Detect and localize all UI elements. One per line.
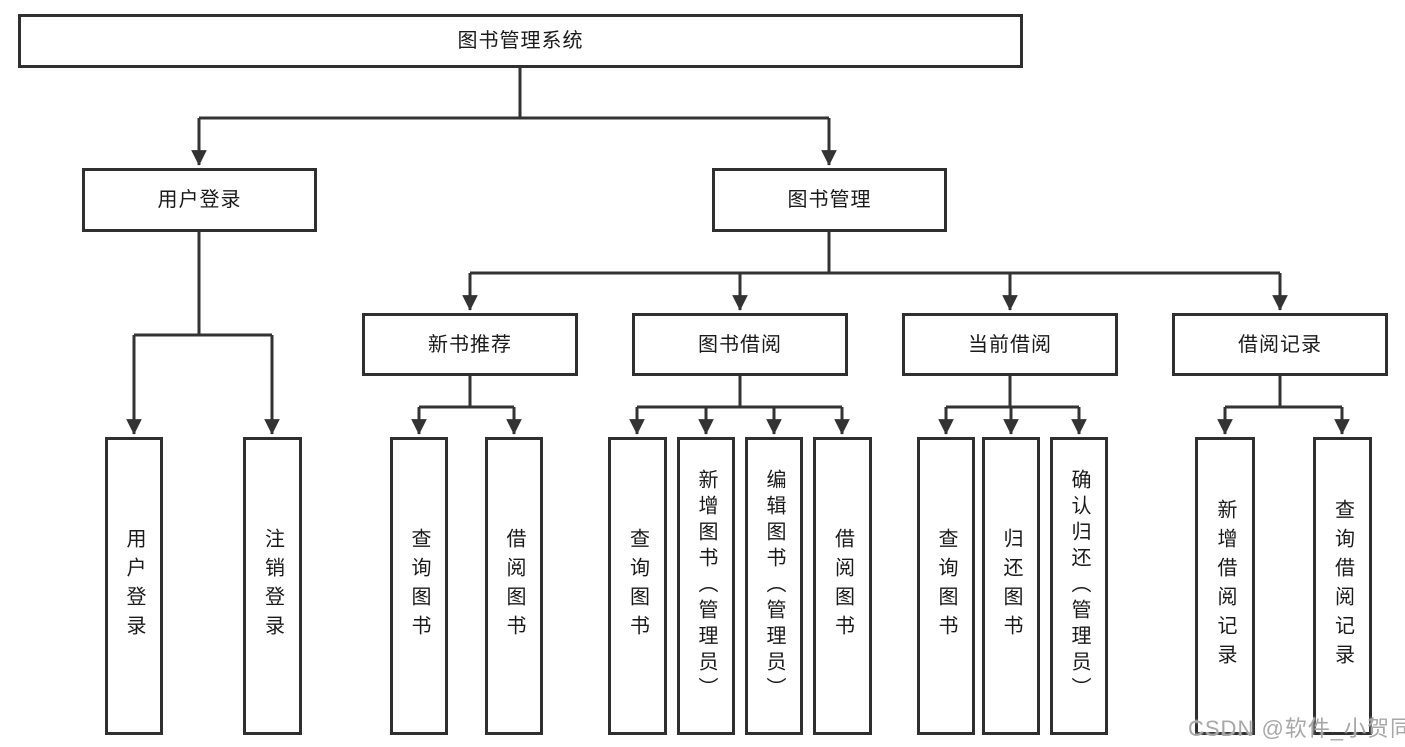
node-book-borrow-label: 图书借阅 bbox=[698, 333, 782, 356]
leaf-borrow-books-2-label: 借阅图书 bbox=[831, 528, 854, 644]
leaf-confirm-return-admin-label: 确认归还（管理员） bbox=[1068, 469, 1090, 703]
node-user-login: 用户登录 bbox=[82, 168, 317, 232]
leaf-add-book-admin-label: 新增图书（管理员） bbox=[695, 469, 717, 703]
node-root: 图书管理系统 bbox=[18, 14, 1023, 68]
leaf-borrow-books-2: 借阅图书 bbox=[813, 437, 872, 735]
leaf-query-books-1-label: 查询图书 bbox=[408, 528, 430, 644]
node-current-borrow-label: 当前借阅 bbox=[968, 333, 1052, 356]
node-current-borrow: 当前借阅 bbox=[902, 313, 1118, 376]
leaf-return-books: 归还图书 bbox=[982, 437, 1040, 735]
leaf-edit-book-admin: 编辑图书（管理员） bbox=[745, 437, 803, 735]
leaf-confirm-return-admin: 确认归还（管理员） bbox=[1050, 437, 1108, 735]
leaf-query-books-2-label: 查询图书 bbox=[626, 528, 649, 644]
node-root-label: 图书管理系统 bbox=[457, 30, 584, 52]
leaf-query-books-3: 查询图书 bbox=[917, 437, 975, 735]
node-new-book-recommend: 新书推荐 bbox=[362, 313, 578, 376]
leaf-user-login: 用户登录 bbox=[105, 437, 163, 735]
node-book-management: 图书管理 bbox=[712, 168, 947, 232]
node-borrow-record-label: 借阅记录 bbox=[1238, 333, 1322, 356]
leaf-query-borrow-record-label: 查询借阅记录 bbox=[1331, 499, 1354, 673]
leaf-borrow-books-1: 借阅图书 bbox=[485, 437, 543, 735]
leaf-query-books-3-label: 查询图书 bbox=[935, 528, 957, 644]
leaf-logout: 注销登录 bbox=[243, 437, 302, 735]
leaf-add-borrow-record-label: 新增借阅记录 bbox=[1214, 499, 1236, 673]
node-new-book-recommend-label: 新书推荐 bbox=[428, 333, 512, 356]
node-user-login-label: 用户登录 bbox=[157, 189, 242, 211]
leaf-query-books-2: 查询图书 bbox=[608, 437, 667, 735]
node-book-management-label: 图书管理 bbox=[787, 189, 872, 211]
leaf-logout-label: 注销登录 bbox=[261, 528, 284, 644]
leaf-query-borrow-record: 查询借阅记录 bbox=[1313, 437, 1372, 735]
leaf-add-book-admin: 新增图书（管理员） bbox=[677, 437, 735, 735]
leaf-add-borrow-record: 新增借阅记录 bbox=[1195, 437, 1255, 735]
leaf-query-books-1: 查询图书 bbox=[390, 437, 448, 735]
leaf-edit-book-admin-label: 编辑图书（管理员） bbox=[763, 469, 785, 703]
watermark: CSDN @软件_小贺同学 bbox=[1188, 716, 1405, 741]
leaf-user-login-label: 用户登录 bbox=[123, 528, 145, 644]
leaf-borrow-books-1-label: 借阅图书 bbox=[503, 528, 525, 644]
node-borrow-record: 借阅记录 bbox=[1172, 313, 1388, 376]
node-book-borrow: 图书借阅 bbox=[632, 313, 848, 376]
leaf-return-books-label: 归还图书 bbox=[1000, 528, 1022, 644]
